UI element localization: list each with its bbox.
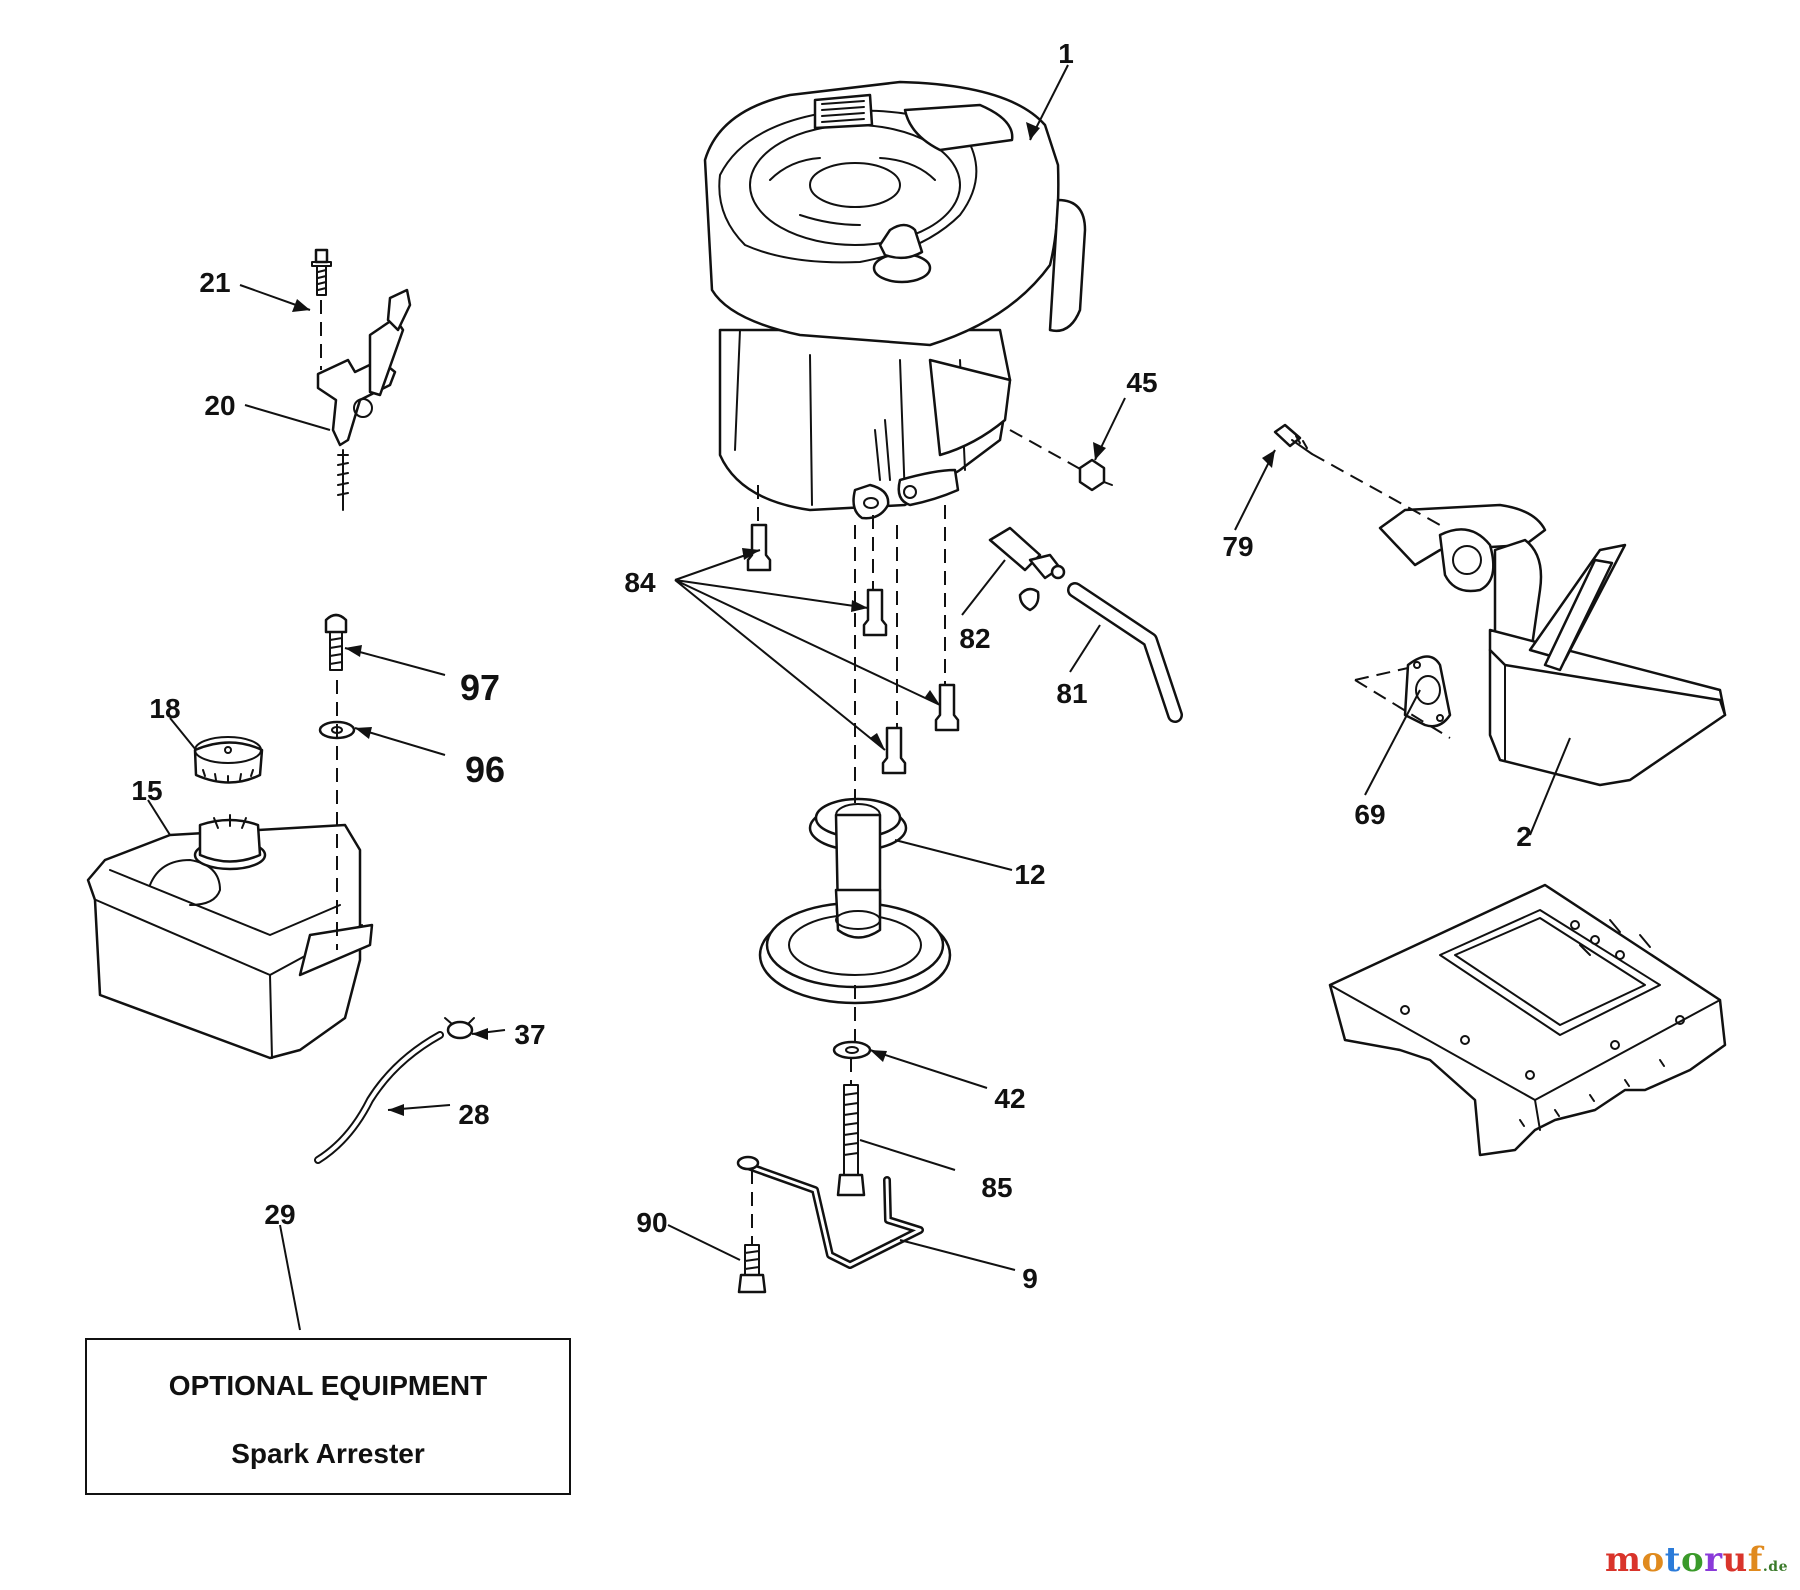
fuel-tank — [86, 736, 374, 1060]
watermark-suffix: .de — [1762, 1559, 1788, 1575]
fuel-hose — [1067, 582, 1183, 723]
bracket-rod — [736, 1155, 924, 1269]
callout-96: 96 — [465, 749, 505, 790]
callout-29: 29 — [264, 1199, 295, 1230]
callout-42: 42 — [994, 1083, 1025, 1114]
watermark-letter: r — [1704, 1540, 1723, 1580]
watermark-letter: o — [1641, 1540, 1665, 1580]
optional-equipment-title: OPTIONAL EQUIPMENT — [168, 1370, 488, 1401]
callout-9: 9 — [1022, 1263, 1038, 1294]
callout-81: 81 — [1056, 678, 1087, 709]
watermark-letter: o — [1680, 1540, 1705, 1580]
arrowheads — [292, 122, 1275, 1116]
callout-15: 15 — [131, 775, 162, 806]
callout-82: 82 — [959, 623, 990, 654]
watermark-letter: f — [1747, 1540, 1763, 1580]
callout-18: 18 — [149, 693, 180, 724]
watermark-letter: t — [1664, 1540, 1681, 1580]
callout-28: 28 — [458, 1099, 489, 1130]
optional-equipment-box: OPTIONAL EQUIPMENT Spark Arrester — [85, 1338, 571, 1495]
callout-20: 20 — [204, 390, 235, 421]
callout-37: 37 — [514, 1019, 545, 1050]
callout-90: 90 — [636, 1207, 667, 1238]
callout-21: 21 — [199, 267, 230, 298]
callout-69: 69 — [1354, 799, 1385, 830]
optional-equipment-item: Spark Arrester — [231, 1438, 425, 1469]
callout-1: 1 — [1058, 38, 1074, 69]
watermark-text: motoruf — [1605, 1540, 1763, 1580]
watermark-letter: u — [1722, 1540, 1748, 1580]
bracket-bolt — [737, 1244, 767, 1294]
watermark-letter: m — [1605, 1540, 1642, 1580]
callout-labels: 1 21 20 45 79 84 82 81 97 96 18 15 69 2 … — [131, 38, 1531, 1294]
watermark-logo: motoruf.de — [1605, 1540, 1788, 1580]
engine — [703, 80, 1087, 520]
nut — [1078, 458, 1113, 492]
callout-84: 84 — [624, 567, 656, 598]
tank-screw-and-washer — [318, 613, 356, 740]
engine-mounting-frame — [1328, 883, 1727, 1157]
fuel-line — [314, 1017, 475, 1164]
leader-lines — [147, 64, 1571, 1331]
engine-pulley — [758, 797, 952, 1005]
callout-97: 97 — [460, 667, 500, 708]
callout-45: 45 — [1126, 367, 1157, 398]
muffler — [1273, 423, 1727, 787]
callout-79: 79 — [1222, 531, 1253, 562]
callout-12: 12 — [1014, 859, 1045, 890]
callout-2: 2 — [1516, 821, 1532, 852]
throttle-control — [311, 248, 412, 511]
fuel-shutoff-valve — [988, 526, 1066, 612]
engine-mount-bolts — [746, 523, 960, 775]
callout-85: 85 — [981, 1172, 1012, 1203]
